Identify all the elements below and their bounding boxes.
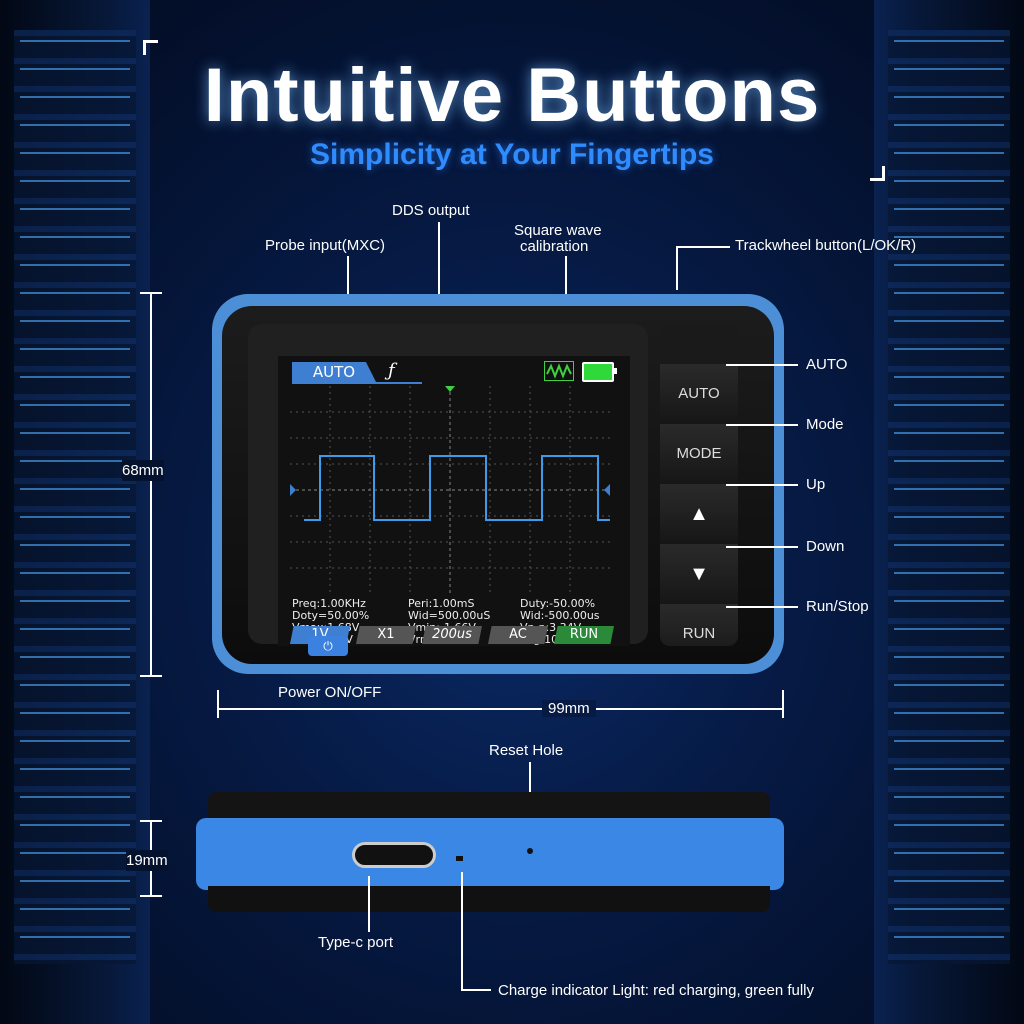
dimension-width-line <box>217 708 783 710</box>
server-rack-left <box>0 0 150 1024</box>
label-calibration: calibration <box>520 238 589 255</box>
server-rack-right <box>874 0 1024 1024</box>
reset-hole[interactable] <box>527 848 533 854</box>
charge-indicator-light <box>456 856 463 861</box>
label-run-stop: Run/Stop <box>806 598 869 615</box>
label-auto: AUTO <box>806 356 848 373</box>
dimension-depth-cap-bottom <box>140 895 162 897</box>
measure-width: Wid=500.00uS <box>408 609 491 622</box>
measure-duty: Doty=50.00% <box>292 609 370 622</box>
leader-down <box>726 546 798 548</box>
leader-charge-v <box>461 872 463 990</box>
dimension-depth-cap-top <box>140 820 162 822</box>
run-button[interactable]: RUN <box>660 604 738 646</box>
leader-trackwheel-v <box>676 246 678 290</box>
battery-icon <box>582 362 617 382</box>
oscilloscope-device: AUTO ƒ Pre <box>212 294 784 674</box>
trigger-edge-icon: ƒ <box>388 360 395 381</box>
power-button[interactable]: ⏻ <box>308 636 348 656</box>
device-side-view <box>196 818 784 890</box>
dimension-width: 99mm <box>542 700 596 717</box>
auto-button[interactable]: AUTO <box>660 364 738 426</box>
mode-button[interactable]: MODE <box>660 424 738 486</box>
leader-up <box>726 484 798 486</box>
leader-typec <box>368 876 370 932</box>
screen-header: AUTO ƒ <box>278 356 630 384</box>
corner-bracket-bottom-right <box>870 166 885 181</box>
down-button[interactable]: ▼ <box>660 544 738 606</box>
dimension-height-cap-bottom <box>140 675 162 677</box>
screen-button-probe[interactable]: X1 <box>356 626 416 644</box>
measure-period: Peri:1.00mS <box>408 597 475 610</box>
label-square-wave: Square wave <box>514 222 602 239</box>
label-reset-hole: Reset Hole <box>489 742 564 759</box>
leader-probe-input <box>347 256 349 296</box>
label-up: Up <box>806 476 826 493</box>
waveform-status-icon <box>544 361 574 381</box>
oscilloscope-screen: AUTO ƒ Pre <box>278 356 630 646</box>
dimension-width-cap-left <box>217 690 219 718</box>
label-probe-input: Probe input(MXC) <box>265 237 386 254</box>
leader-mode <box>726 424 798 426</box>
screen-mode-tab: AUTO <box>292 362 376 382</box>
label-charge-indicator: Charge indicator Light: red charging, gr… <box>498 982 815 999</box>
device-side-bottom <box>208 886 770 912</box>
label-power: Power ON/OFF <box>278 684 382 701</box>
dimension-height: 68mm <box>122 460 164 481</box>
screen-button-timebase[interactable]: 200us <box>422 626 482 644</box>
tab-underline <box>292 382 422 384</box>
leader-trackwheel-h <box>676 246 730 248</box>
square-waveform <box>304 455 610 521</box>
page-subtitle: Simplicity at Your Fingertips <box>310 138 714 171</box>
label-mode: Mode <box>806 416 844 433</box>
measure-duty-neg: Duty:-50.00% <box>520 597 596 610</box>
dimension-height-line <box>150 292 152 676</box>
measure-width-neg: Wid:-500.00us <box>520 609 600 622</box>
leader-charge-h <box>461 989 491 991</box>
leader-dds-output <box>438 222 440 296</box>
screen-button-coupling[interactable]: AC <box>488 626 548 644</box>
screen-button-run[interactable]: RUN <box>554 626 614 644</box>
dimension-depth: 19mm <box>126 850 168 871</box>
typec-port[interactable] <box>352 842 436 868</box>
device-side-top <box>208 792 770 822</box>
page-title: Intuitive Buttons <box>203 53 821 138</box>
dimension-height-cap-top <box>140 292 162 294</box>
up-button[interactable]: ▲ <box>660 484 738 546</box>
leader-run-stop <box>726 606 798 608</box>
side-button-panel: AUTO MODE ▲ ▼ RUN <box>660 324 738 646</box>
label-dds-output: DDS output <box>392 202 470 219</box>
corner-bracket-top-left <box>143 40 158 55</box>
label-trackwheel: Trackwheel button(L/OK/R) <box>735 237 917 254</box>
waveform-grid <box>290 386 610 596</box>
measure-frequency: Preq:1.00KHz <box>292 597 366 610</box>
dimension-width-cap-right <box>782 690 784 718</box>
leader-auto <box>726 364 798 366</box>
label-typec: Type-c port <box>318 934 394 951</box>
leader-square-wave <box>565 256 567 296</box>
label-down: Down <box>806 538 845 555</box>
